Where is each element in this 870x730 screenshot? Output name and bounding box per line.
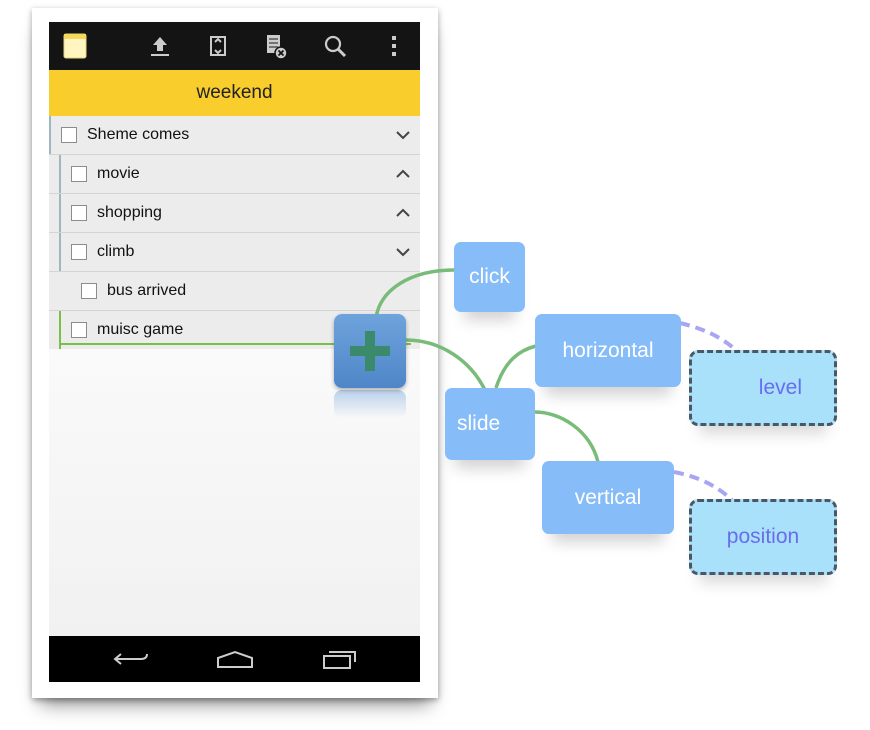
list-item[interactable]: movie <box>49 155 420 194</box>
indent-bar <box>59 233 61 271</box>
item-label: bus arrived <box>107 282 187 299</box>
chevron-down-icon[interactable] <box>394 243 412 261</box>
item-checkbox[interactable] <box>71 244 87 260</box>
indent-bar <box>59 155 61 193</box>
list-item[interactable]: Sheme comes <box>49 116 420 155</box>
chevron-up-icon[interactable] <box>394 204 412 222</box>
home-icon[interactable] <box>210 636 260 682</box>
indent-bar <box>59 194 61 232</box>
overflow-menu-icon[interactable] <box>374 22 414 70</box>
search-icon[interactable] <box>315 22 355 70</box>
recents-icon[interactable] <box>315 636 365 682</box>
node-vertical: vertical <box>542 461 674 534</box>
indent-bar <box>49 116 51 154</box>
fab-reflection <box>334 390 406 418</box>
list-item[interactable]: climb <box>49 233 420 272</box>
indent-bar <box>59 311 61 349</box>
item-label: movie <box>97 165 140 182</box>
chevron-up-icon[interactable] <box>394 165 412 183</box>
chevron-down-icon[interactable] <box>394 126 412 144</box>
leaf-position: position <box>689 499 837 575</box>
item-label: muisc game <box>97 321 184 338</box>
item-checkbox[interactable] <box>61 127 77 143</box>
link-slide <box>405 338 487 391</box>
back-icon[interactable] <box>106 636 156 682</box>
sync-icon[interactable] <box>198 22 238 70</box>
list-item[interactable]: bus arrived <box>49 272 420 311</box>
item-label: climb <box>97 243 135 260</box>
item-label: shopping <box>97 204 162 221</box>
clear-list-icon[interactable] <box>256 22 296 70</box>
node-horizontal: horizontal <box>535 314 681 387</box>
list-empty-area <box>49 349 420 636</box>
item-checkbox[interactable] <box>81 283 97 299</box>
node-slide: slide <box>445 388 535 460</box>
plus-icon <box>350 331 390 371</box>
link-click <box>374 268 455 319</box>
link-position <box>673 470 734 502</box>
item-checkbox[interactable] <box>71 166 87 182</box>
item-checkbox[interactable] <box>71 322 87 338</box>
link-horizontal <box>494 344 537 389</box>
node-click: click <box>454 242 525 312</box>
leaf-level: level <box>689 350 837 426</box>
item-checkbox[interactable] <box>71 205 87 221</box>
item-label: Sheme comes <box>87 126 190 143</box>
upload-icon[interactable] <box>140 22 180 70</box>
list-title: weekend <box>49 70 420 116</box>
list-item[interactable]: shopping <box>49 194 420 233</box>
action-bar <box>49 22 420 70</box>
notepad-icon[interactable] <box>55 22 95 70</box>
link-vertical <box>534 410 600 463</box>
add-item-fab[interactable] <box>334 314 406 388</box>
link-level <box>679 321 740 354</box>
system-nav-bar <box>49 636 420 682</box>
